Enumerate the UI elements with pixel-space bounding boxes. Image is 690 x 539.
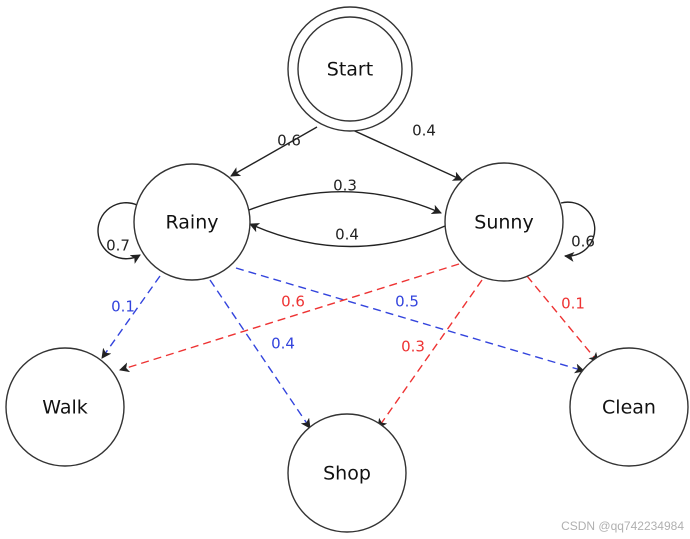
- node-start: Start: [287, 6, 413, 132]
- node-rainy: Rainy: [133, 163, 251, 281]
- node-clean: Clean: [569, 347, 689, 467]
- label-sunny-shop: 0.3: [401, 338, 425, 356]
- edge-sunny-self-loop: [560, 201, 596, 262]
- label-rainy-clean: 0.5: [395, 293, 419, 311]
- watermark-text: CSDN @qq742234984: [561, 519, 684, 533]
- edge-rainy-walk: [101, 275, 161, 359]
- edge-start-sunny: [345, 126, 463, 181]
- node-rainy-label: Rainy: [166, 212, 219, 234]
- label-rainy-self-loop: 0.7: [106, 237, 130, 255]
- label-start-rainy: 0.6: [277, 132, 301, 150]
- edge-rainy-sunny: [248, 191, 442, 214]
- node-clean-label: Clean: [602, 397, 656, 419]
- edge-sunny-shop: [377, 279, 483, 429]
- node-shop: Shop: [287, 413, 407, 533]
- edge-rainy-self-loop: [97, 202, 141, 264]
- edge-sunny-walk: [119, 263, 460, 373]
- label-sunny-rainy: 0.4: [335, 226, 359, 244]
- edge-sunny-clean: [526, 275, 599, 363]
- edge-sunny-rainy: [249, 223, 446, 248]
- label-rainy-walk: 0.1: [111, 298, 135, 316]
- label-sunny-walk: 0.6: [281, 293, 305, 311]
- label-rainy-shop: 0.4: [271, 335, 295, 353]
- edge-rainy-clean: [235, 267, 585, 374]
- label-rainy-sunny: 0.3: [333, 177, 357, 195]
- label-sunny-self-loop: 0.6: [571, 233, 595, 251]
- label-start-sunny: 0.4: [412, 122, 436, 140]
- node-sunny: Sunny: [444, 162, 564, 282]
- node-walk-label: Walk: [42, 397, 88, 419]
- node-start-label: Start: [327, 59, 373, 81]
- node-shop-label: Shop: [323, 463, 371, 485]
- node-sunny-label: Sunny: [474, 212, 533, 234]
- label-sunny-clean: 0.1: [561, 295, 585, 313]
- node-walk: Walk: [5, 347, 125, 467]
- edge-rainy-shop: [209, 279, 311, 429]
- edge-start-rainy: [230, 126, 318, 177]
